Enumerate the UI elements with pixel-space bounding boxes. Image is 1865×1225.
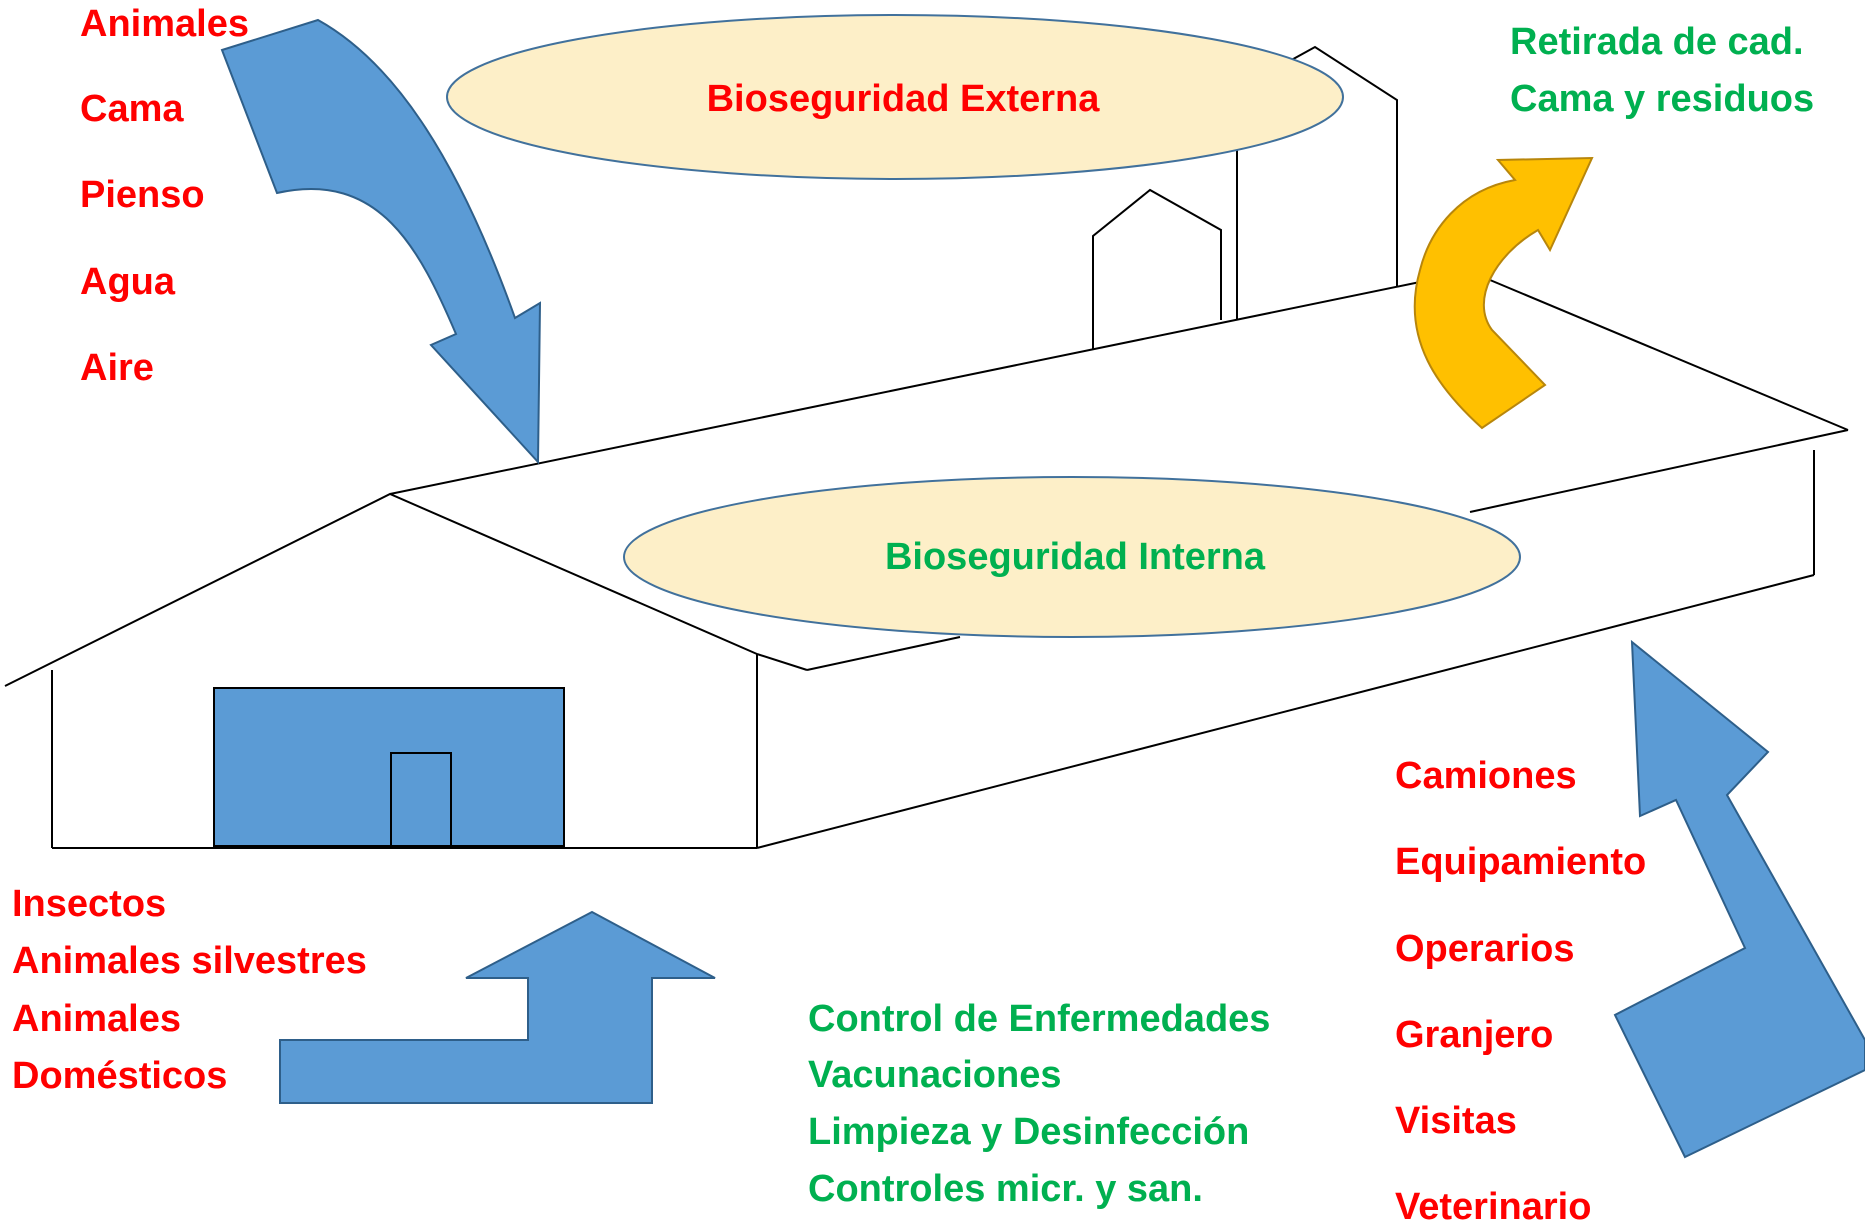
input-bottom-right-2: Equipamiento — [1395, 841, 1647, 883]
curved-arrow-out-icon — [1413, 156, 1594, 430]
external-biosecurity-label: Bioseguridad Externa — [706, 78, 1100, 120]
input-bottom-left-1: Insectos — [12, 883, 167, 925]
input-bottom-right-6: Veterinario — [1395, 1186, 1592, 1225]
output-top-right-1: Retirada de cad. — [1510, 21, 1804, 63]
input-top-left-3: Pienso — [80, 174, 205, 216]
barn-roof-eave-front — [806, 636, 961, 671]
barn-roof-eave-right — [1469, 429, 1849, 513]
input-bottom-right-4: Granjero — [1395, 1014, 1554, 1056]
internal-measure-1: Control de Enfermedades — [808, 998, 1271, 1040]
input-bottom-right-3: Operarios — [1395, 928, 1575, 970]
input-bottom-left-3: Animales — [12, 998, 181, 1040]
input-top-left-2: Cama — [80, 88, 184, 130]
silo-short — [1092, 188, 1222, 350]
input-top-left-1: Animales — [80, 3, 249, 45]
internal-biosecurity-label: Bioseguridad Interna — [884, 536, 1266, 578]
silo-outline — [1092, 45, 1398, 350]
bent-arrow-in-icon — [279, 910, 716, 1104]
bent-arrow-right-in-icon — [1613, 639, 1865, 1159]
barn-base-side — [756, 574, 1815, 849]
barn-roof-eave-left — [756, 653, 808, 671]
external-biosecurity-ellipse — [446, 14, 1344, 180]
input-bottom-right-5: Visitas — [1395, 1100, 1517, 1142]
input-bottom-left-2: Animales silvestres — [12, 940, 367, 982]
barn-outline — [4, 279, 1849, 849]
internal-measure-2: Vacunaciones — [808, 1054, 1062, 1096]
output-top-right-2: Cama y residuos — [1510, 78, 1815, 120]
internal-biosecurity-ellipse — [623, 476, 1521, 638]
barn-roof-back — [1489, 279, 1849, 431]
input-top-left-5: Aire — [80, 347, 154, 389]
input-top-left-4: Agua — [80, 261, 175, 303]
input-bottom-right-1: Camiones — [1395, 755, 1577, 797]
barn-gable-roof — [4, 492, 758, 687]
barn-door — [213, 687, 565, 847]
input-bottom-left-4: Domésticos — [12, 1055, 228, 1097]
silo-tall — [1236, 45, 1398, 320]
curved-arrow-in-icon — [220, 18, 542, 465]
internal-measure-4: Controles micr. y san. — [808, 1168, 1203, 1210]
internal-measure-3: Limpieza y Desinfección — [808, 1111, 1250, 1153]
barn-roof-ridge — [389, 281, 1421, 495]
